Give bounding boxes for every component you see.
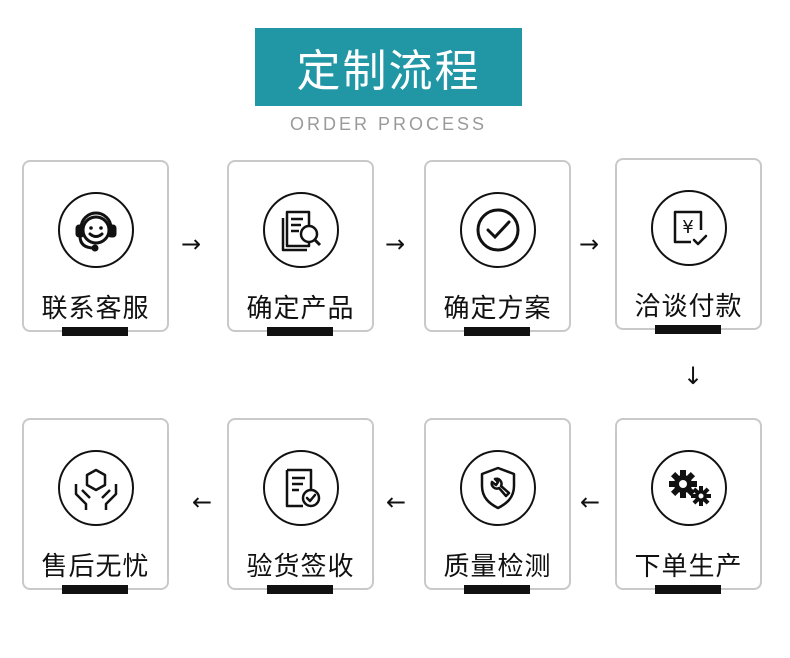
- underline-bar: [267, 585, 333, 594]
- step-card-after-sales: 售后无忧: [22, 418, 169, 594]
- step-label: 确定方案: [443, 294, 552, 324]
- step-label: 验货签收: [246, 552, 355, 582]
- step-label: 质量检测: [443, 552, 552, 582]
- document-search-icon: [263, 192, 339, 268]
- step-label: 洽谈付款: [634, 292, 743, 322]
- page-subtitle: ORDER PROCESS: [289, 114, 488, 134]
- arrow-left-icon: ←: [192, 488, 213, 516]
- step-card-quality-check: 质量检测: [424, 418, 571, 594]
- underline-bar: [655, 325, 721, 334]
- underline-bar: [464, 585, 530, 594]
- arrow-down-icon: ↓: [683, 362, 704, 390]
- arrow-left-icon: ←: [386, 488, 407, 516]
- underline-bar: [267, 327, 333, 336]
- step-card-inspect-receive: 验货签收: [227, 418, 374, 594]
- arrow-right-icon: →: [385, 230, 406, 258]
- arrow-right-icon: →: [579, 230, 600, 258]
- arrow-right-icon: →: [181, 230, 202, 258]
- underline-bar: [62, 585, 128, 594]
- step-card-confirm-product: 确定产品: [227, 160, 374, 336]
- page-title: 定制流程: [296, 46, 481, 97]
- title-banner: 定制流程: [255, 28, 522, 106]
- svg-text:¥: ¥: [682, 217, 693, 238]
- step-label: 售后无忧: [41, 552, 150, 582]
- underline-bar: [62, 327, 128, 336]
- underline-bar: [655, 585, 721, 594]
- step-label: 联系客服: [41, 294, 150, 324]
- step-label: 下单生产: [634, 552, 743, 582]
- hands-box-icon: [58, 450, 134, 526]
- step-card-payment: ¥ 洽谈付款: [615, 158, 762, 334]
- step-card-production: 下单生产: [615, 418, 762, 594]
- arrow-left-icon: ←: [580, 488, 601, 516]
- checkmark-icon: [460, 192, 536, 268]
- step-label: 确定产品: [246, 294, 355, 324]
- step-card-confirm-plan: 确定方案: [424, 160, 571, 336]
- step-card-contact-service: 联系客服: [22, 160, 169, 336]
- shield-wrench-icon: [460, 450, 536, 526]
- underline-bar: [464, 327, 530, 336]
- headset-icon: [58, 192, 134, 268]
- gears-icon: [651, 450, 727, 526]
- document-check-icon: [263, 450, 339, 526]
- yen-payment-icon: ¥: [651, 190, 727, 266]
